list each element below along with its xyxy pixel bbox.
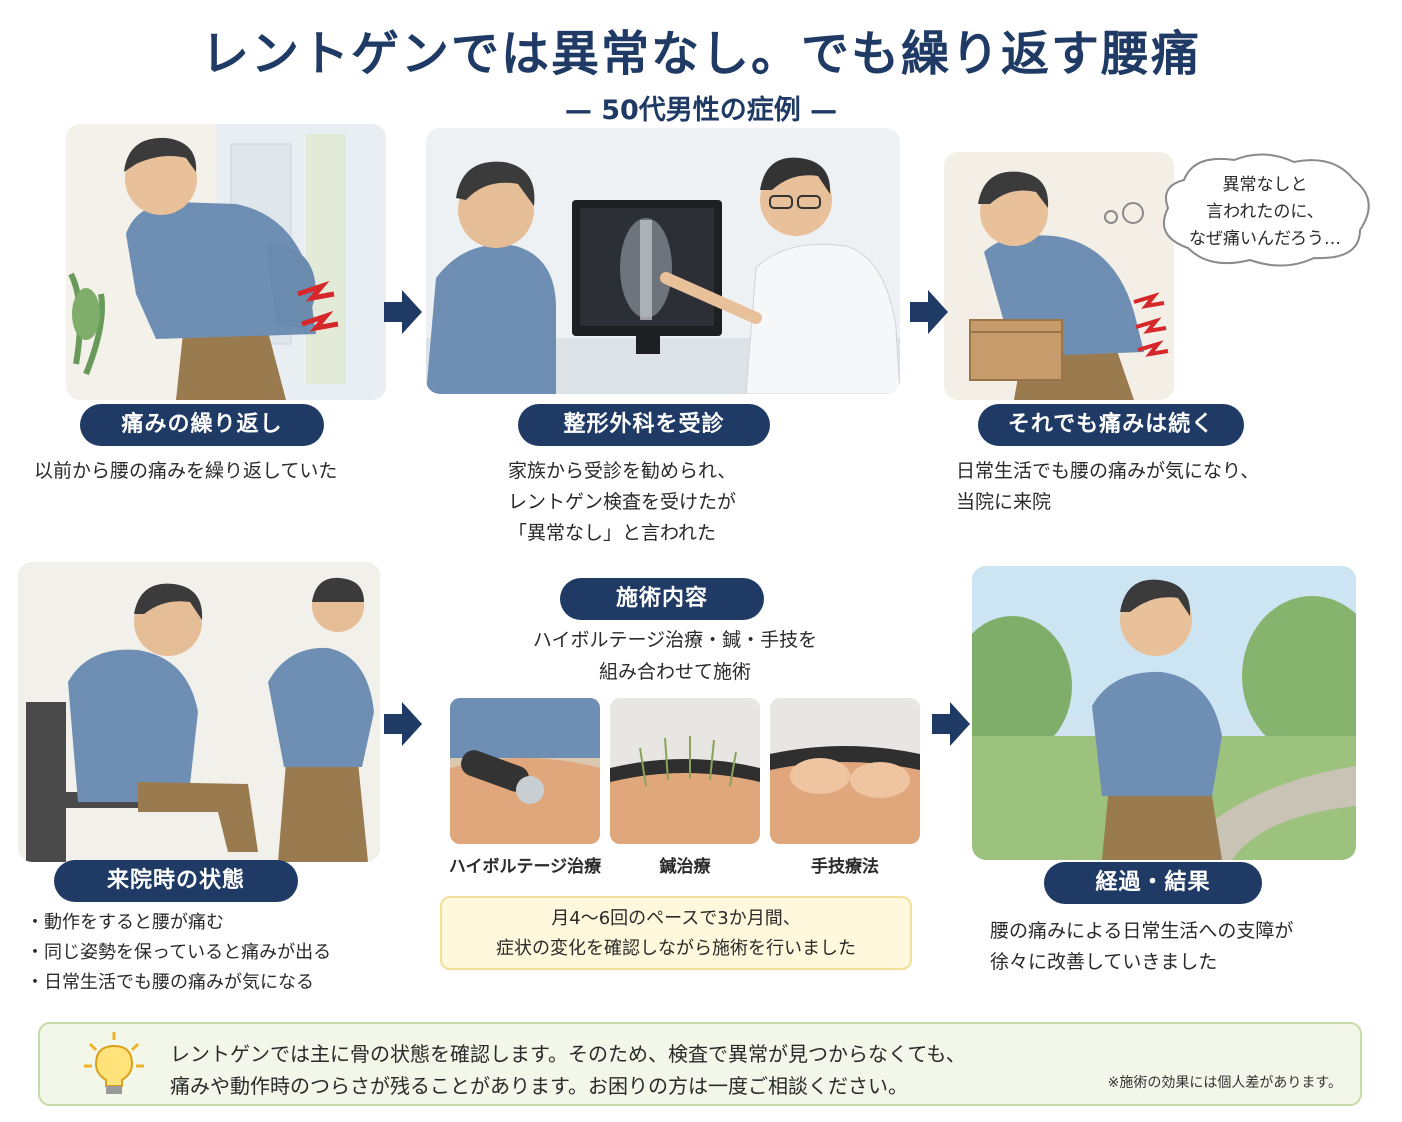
thought-dot-small	[1104, 210, 1118, 224]
treatment-label: 施術内容	[560, 578, 764, 620]
visit-state-list: ・動作をすると腰が痛む ・同じ姿勢を保っていると痛みが出る ・日常生活でも腰の痛…	[26, 908, 331, 998]
thumb-acupuncture	[610, 698, 760, 844]
list-item: ・日常生活でも腰の痛みが気になる	[26, 972, 314, 993]
disclaimer-note: ※施術の効果には個人差があります。	[1107, 1075, 1342, 1091]
page-subtitle: — 50代男性の症例 —	[564, 95, 838, 126]
visit-state-label: 来院時の状態	[54, 860, 298, 902]
treatment-desc: ハイボルテージ治療・鍼・手技を 組み合わせて施術	[440, 624, 910, 688]
illustration-visit-state	[18, 562, 380, 862]
thought-line: なぜ痛いんだろう…	[1189, 229, 1341, 249]
desc-line: 徐々に改善していきました	[990, 951, 1218, 973]
tip-line: レントゲンでは主に骨の状態を確認します。そのため、検査で異常が見つからなくても、	[170, 1042, 966, 1066]
step-label-3: それでも痛みは続く	[978, 404, 1244, 446]
thought-bubble: 異常なしと 言われたのに、 なぜ痛いんだろう…	[1154, 150, 1376, 270]
desc-line: 腰の痛みによる日常生活への支障が	[990, 920, 1294, 942]
list-item: ・動作をすると腰が痛む	[26, 912, 224, 933]
desc-line: 「異常なし」と言われた	[508, 522, 717, 544]
step-desc-3: 日常生活でも腰の痛みが気になり、 当院に来院	[956, 456, 1259, 518]
method-label-manual: 手技療法	[811, 857, 879, 877]
arrow-right-icon	[932, 702, 970, 746]
illustration-back-pain	[66, 124, 386, 400]
schedule-line: 月4〜6回のペースで3か月間、	[551, 908, 801, 929]
step-label-1: 痛みの繰り返し	[80, 404, 324, 446]
method-label-high-voltage: ハイボルテージ治療	[448, 857, 602, 877]
desc-line: 以前から腰の痛みを繰り返していた	[34, 460, 338, 482]
desc-line: 組み合わせて施術	[598, 661, 751, 683]
arrow-right-icon	[910, 290, 948, 334]
desc-line: レントゲン検査を受けたが	[508, 491, 737, 513]
list-item: ・同じ姿勢を保っていると痛みが出る	[26, 942, 332, 963]
desc-line: ハイボルテージ治療・鍼・手技を	[532, 629, 818, 651]
treatment-schedule: 月4〜6回のペースで3か月間、 症状の変化を確認しながら施術を行いました	[440, 896, 912, 970]
thought-dot-large	[1122, 202, 1144, 224]
tip-line: 痛みや動作時のつらさが残ることがあります。お困りの方は一度ご相談ください。	[170, 1074, 908, 1098]
arrow-right-icon	[384, 702, 422, 746]
thought-line: 異常なしと	[1222, 175, 1308, 195]
step-desc-2: 家族から受診を勧められ、 レントゲン検査を受けたが 「異常なし」と言われた	[508, 456, 736, 549]
thought-line: 言われたのに、	[1206, 202, 1324, 222]
thought-bubble-text: 異常なしと 言われたのに、 なぜ痛いんだろう…	[1154, 172, 1376, 253]
thumb-manual-therapy	[770, 698, 920, 844]
illustration-recovery-walk	[972, 566, 1356, 860]
desc-line: 日常生活でも腰の痛みが気になり、	[956, 460, 1260, 482]
step-desc-1: 以前から腰の痛みを繰り返していた	[34, 456, 337, 487]
illustration-lifting-box	[944, 152, 1174, 400]
step-label-2: 整形外科を受診	[518, 404, 770, 446]
result-desc: 腰の痛みによる日常生活への支障が 徐々に改善していきました	[990, 916, 1293, 978]
schedule-line: 症状の変化を確認しながら施術を行いました	[496, 938, 856, 959]
arrow-right-icon	[384, 290, 422, 334]
method-label-acupuncture: 鍼治療	[659, 857, 711, 877]
tip-text: レントゲンでは主に骨の状態を確認します。そのため、検査で異常が見つからなくても、…	[170, 1038, 966, 1102]
thumb-high-voltage	[450, 698, 600, 844]
page-title: レントゲンでは異常なし。でも繰り返す腰痛	[200, 26, 1201, 82]
desc-line: 当院に来院	[956, 491, 1052, 513]
illustration-doctor-xray	[426, 128, 900, 394]
desc-line: 家族から受診を勧められ、	[508, 460, 737, 482]
tip-box: レントゲンでは主に骨の状態を確認します。そのため、検査で異常が見つからなくても、…	[38, 1022, 1362, 1106]
result-label: 経過・結果	[1044, 862, 1262, 904]
lightbulb-icon	[84, 1032, 144, 1102]
